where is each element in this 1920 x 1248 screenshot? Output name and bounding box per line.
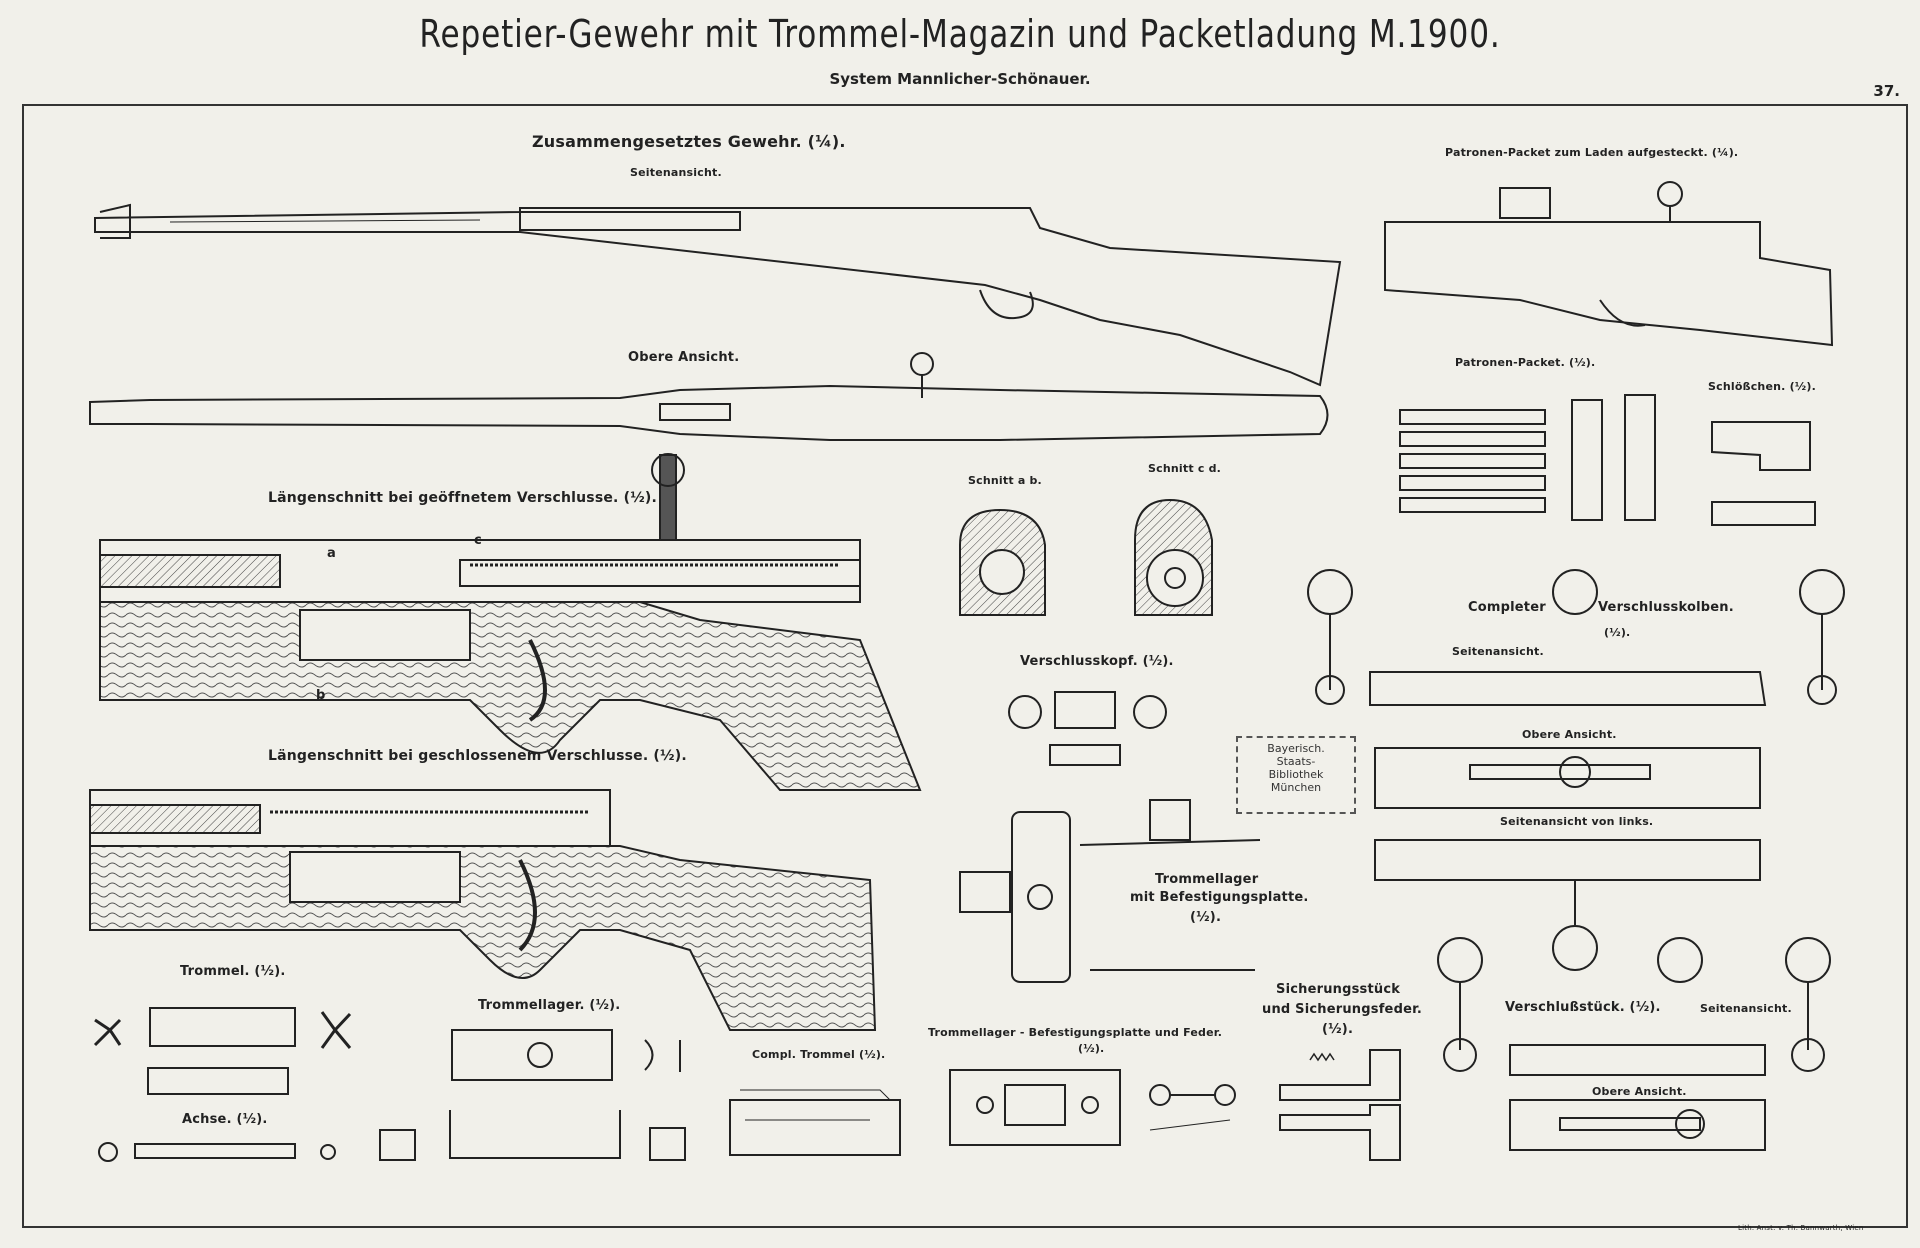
drum-parts bbox=[93, 1007, 352, 1095]
label-breech-side: Seitenansicht. bbox=[1700, 1002, 1792, 1015]
plate-number: 37. bbox=[1873, 82, 1900, 100]
stamp-line: Bibliothek bbox=[1268, 768, 1324, 781]
label-drum-bearing-plate-2: mit Befestigungsplatte. bbox=[1130, 890, 1309, 905]
label-bolt-head: Verschlusskopf. (½). bbox=[1020, 654, 1174, 669]
label-drum-bearing: Trommellager. (½). bbox=[478, 998, 621, 1013]
label-breech-piece: Verschlußstück. (½). bbox=[1505, 1000, 1661, 1015]
stamp-line: Staats- bbox=[1276, 755, 1316, 768]
label-section-open: Längenschnitt bei geöffnetem Verschlusse… bbox=[268, 490, 658, 506]
complete-drum bbox=[729, 1089, 901, 1156]
label-plate-spring-2: (½). bbox=[1078, 1042, 1105, 1055]
label-bolt-top: Obere Ansicht. bbox=[1522, 728, 1617, 741]
drum-bearing bbox=[379, 1029, 686, 1161]
section-cuts bbox=[959, 498, 1213, 616]
breech-piece bbox=[1437, 937, 1831, 1151]
label-drum-bearing-plate-3: (½). bbox=[1190, 910, 1222, 925]
imprint: Lith. Anst. v. Th. Bannwarth, Wien bbox=[1738, 1224, 1864, 1232]
plate-frame bbox=[22, 104, 1908, 1228]
stamp-line: Bayerisch. bbox=[1267, 742, 1325, 755]
label-cut-ab: Schnitt a b. bbox=[968, 474, 1042, 487]
label-bolt-side: Seitenansicht. bbox=[1452, 645, 1544, 658]
label-safety-2: und Sicherungsfeder. bbox=[1262, 1002, 1422, 1017]
label-safety-1: Sicherungsstück bbox=[1276, 982, 1401, 997]
label-section-closed: Längenschnitt bei geschlossenem Verschlu… bbox=[268, 748, 687, 764]
drum-bearing-plate bbox=[959, 799, 1261, 983]
label-assembled-rifle: Zusammengesetztes Gewehr. (¼). bbox=[532, 132, 846, 151]
label-mark-a: a bbox=[327, 546, 336, 561]
stamp-line: München bbox=[1270, 781, 1322, 794]
label-axle: Achse. (½). bbox=[182, 1112, 268, 1127]
section-closed-bolt bbox=[89, 789, 877, 1031]
page-subtitle: System Mannlicher-Schönauer. bbox=[829, 70, 1091, 88]
section-open-bolt bbox=[99, 453, 922, 791]
complete-bolt bbox=[1307, 569, 1845, 971]
rifle-side-view bbox=[94, 203, 1342, 387]
rifle-top-view bbox=[89, 352, 1329, 441]
label-packet-loading: Patronen-Packet zum Laden aufgesteckt. (… bbox=[1445, 146, 1739, 159]
label-drum-complete: Compl. Trommel (½). bbox=[752, 1048, 886, 1061]
label-cut-cd: Schnitt c d. bbox=[1148, 462, 1222, 475]
label-drum-bearing-plate-1: Trommellager bbox=[1155, 872, 1259, 887]
label-packet: Patronen-Packet. (½). bbox=[1455, 356, 1596, 369]
label-side-view: Seitenansicht. bbox=[630, 166, 722, 179]
label-drum: Trommel. (½). bbox=[180, 964, 286, 979]
packet-loading-view bbox=[1384, 181, 1834, 347]
axle bbox=[98, 1142, 336, 1162]
label-lock: Schlößchen. (½). bbox=[1708, 380, 1816, 393]
plate-and-spring bbox=[949, 1069, 1236, 1146]
label-mark-b: b bbox=[316, 688, 326, 703]
label-bolt-complete-1: Completer bbox=[1468, 600, 1546, 615]
library-stamp: Bayerisch. Staats- Bibliothek München bbox=[1236, 736, 1356, 814]
label-bolt-left: Seitenansicht von links. bbox=[1500, 815, 1654, 828]
label-bolt-complete-2: Verschlusskolben. bbox=[1598, 600, 1734, 615]
bolt-head-parts bbox=[1008, 691, 1167, 766]
label-mark-c: c bbox=[474, 533, 482, 548]
label-safety-3: (½). bbox=[1322, 1022, 1354, 1037]
label-plate-spring-1: Trommellager - Befestigungsplatte und Fe… bbox=[928, 1026, 1223, 1039]
label-top-view: Obere Ansicht. bbox=[628, 350, 740, 365]
label-bolt-complete-scale: (½). bbox=[1604, 626, 1631, 639]
safety-piece bbox=[1279, 1049, 1401, 1161]
cartridge-packet bbox=[1399, 394, 1656, 521]
label-breech-top: Obere Ansicht. bbox=[1592, 1085, 1687, 1098]
lock-pieces bbox=[1711, 421, 1816, 526]
page-title: Repetier-Gewehr mit Trommel-Magazin und … bbox=[419, 12, 1501, 56]
